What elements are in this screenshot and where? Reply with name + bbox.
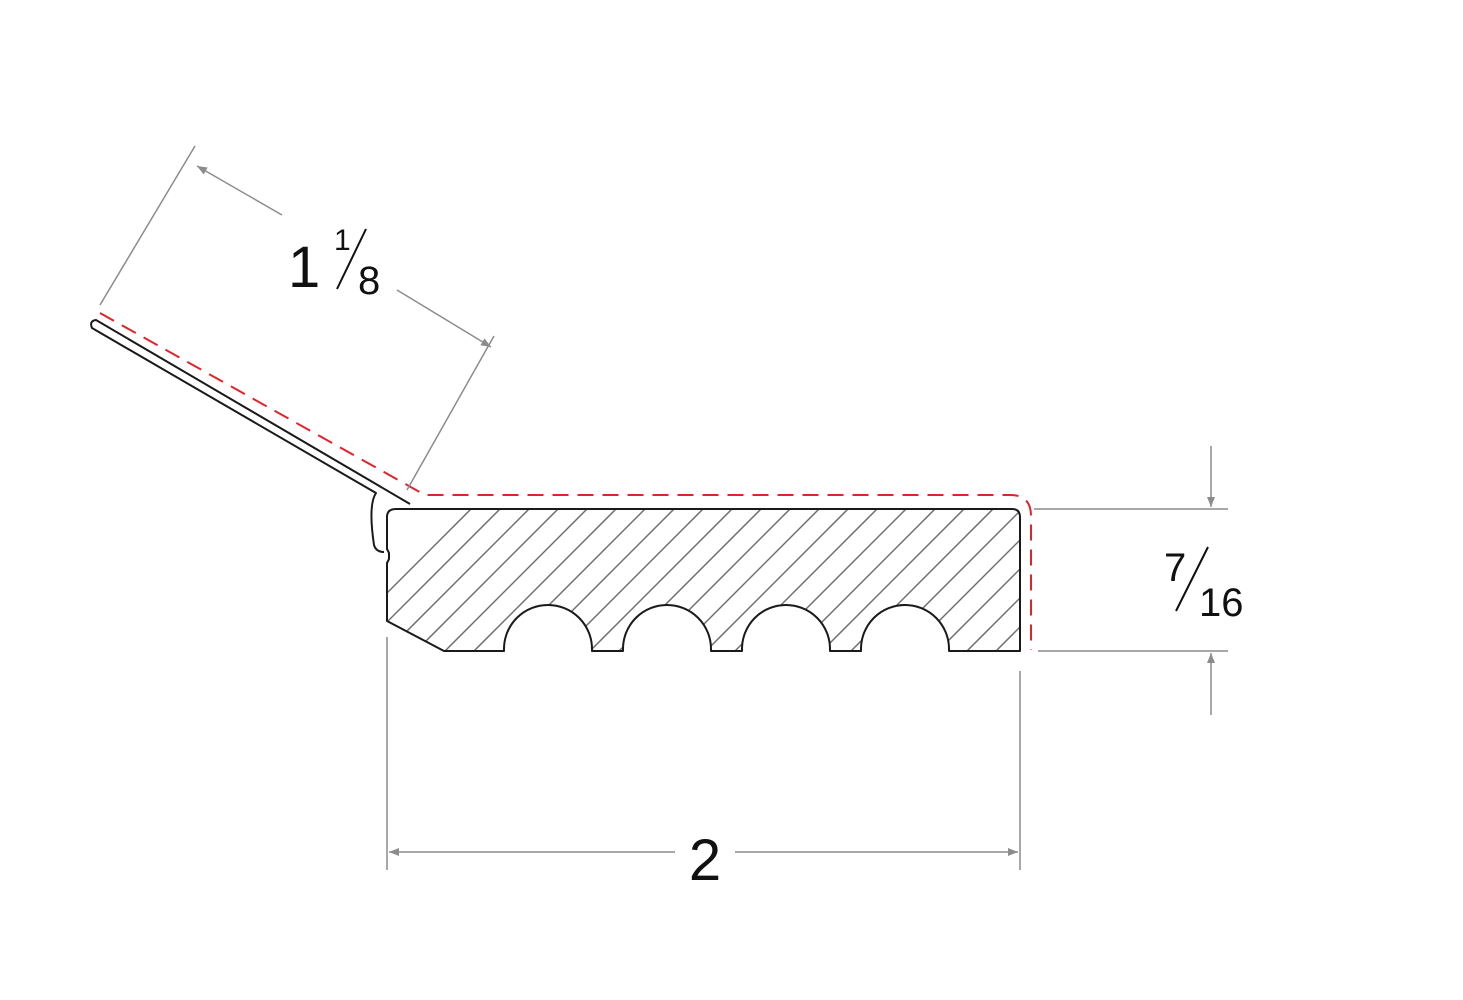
hatch-line <box>1054 480 1254 680</box>
thickness-fraction-bar <box>1175 546 1209 612</box>
hatch-line <box>415 509 617 651</box>
finish-edge-line <box>99 312 1032 650</box>
hatch-line <box>937 509 1020 651</box>
thickness-numerator: 7 <box>1164 546 1186 590</box>
hatch-line <box>387 509 501 651</box>
hatch-line <box>444 509 646 651</box>
hatch-line <box>966 509 1020 651</box>
hatch-line <box>560 509 762 651</box>
hatch-line <box>1170 480 1370 680</box>
lip-extension-line-bottom <box>406 335 495 491</box>
angled-lip <box>90 319 411 553</box>
hatch-line <box>1199 480 1399 680</box>
lip-length-dimension: 1 1 8 <box>99 145 495 491</box>
lip-length-numerator: 1 <box>334 224 351 257</box>
thickness-dimension: 7 16 <box>1034 446 1244 715</box>
hatch-line <box>1025 480 1225 680</box>
thickness-denominator: 16 <box>1199 581 1244 625</box>
width-value: 2 <box>689 828 721 893</box>
hatch-line <box>387 509 530 651</box>
lip-length-whole: 1 <box>288 235 320 300</box>
hatch-line <box>705 509 907 651</box>
lip-extension-line-top <box>99 145 196 306</box>
lip-length-fraction-bar <box>336 228 367 290</box>
hatch-line <box>821 509 1020 651</box>
width-dimension: 2 <box>386 637 1021 893</box>
lip-length-denominator: 8 <box>358 259 380 303</box>
lip-dimension-line-lower <box>396 289 492 348</box>
hatch-line <box>1112 480 1312 680</box>
profile-outline <box>386 508 1021 652</box>
lip-dimension-line-upper <box>196 165 283 216</box>
